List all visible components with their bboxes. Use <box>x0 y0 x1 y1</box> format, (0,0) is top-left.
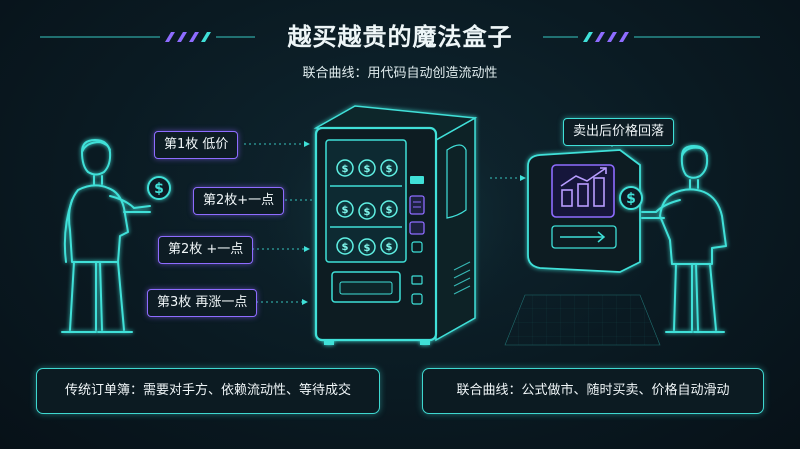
price-label-3: 第2枚 +一点 <box>158 236 254 264</box>
title-decoration-left <box>40 32 255 42</box>
svg-text:$: $ <box>154 181 164 197</box>
buyer-person-icon <box>61 139 151 333</box>
sell-label: 卖出后价格回落 <box>563 118 675 146</box>
svg-text:$: $ <box>386 242 393 253</box>
svg-text:$: $ <box>342 164 349 175</box>
floor-grid <box>504 294 661 346</box>
svg-text:$: $ <box>364 207 371 218</box>
dollar-coin-icon: $ <box>147 176 171 200</box>
price-label-1: 第1枚 低价 <box>154 131 239 159</box>
page-title: 越买越贵的魔法盒子 <box>287 23 513 51</box>
dollar-coin-icon: $ <box>619 186 643 210</box>
price-label-4: 第3枚 再涨一点 <box>147 289 258 317</box>
chart-up-icon <box>560 167 607 207</box>
svg-text:$: $ <box>386 205 393 216</box>
order-book-box: 传统订单簿：需要对手方、依赖流动性、等待成交 <box>36 368 380 414</box>
machine-coins: $ $ $ $ $ $ $ $ $ <box>336 159 398 256</box>
bonding-curve-box: 联合曲线：公式做市、随时买卖、价格自动滑动 <box>422 368 764 414</box>
svg-text:$: $ <box>342 205 349 216</box>
price-label-2: 第2枚+一点 <box>193 187 285 215</box>
vending-machine: $ $ $ $ $ $ $ $ $ <box>313 105 478 345</box>
svg-text:$: $ <box>364 243 371 254</box>
title-decoration-right <box>543 32 760 42</box>
page-subtitle: 联合曲线：用代码自动创造流动性 <box>302 66 498 81</box>
price-screen-panel <box>527 149 641 273</box>
arrow-right-icon <box>560 231 606 243</box>
svg-text:$: $ <box>364 164 371 175</box>
svg-text:$: $ <box>342 242 349 253</box>
seller-person-icon <box>641 145 727 333</box>
svg-text:$: $ <box>386 164 393 175</box>
svg-text:$: $ <box>626 191 636 207</box>
